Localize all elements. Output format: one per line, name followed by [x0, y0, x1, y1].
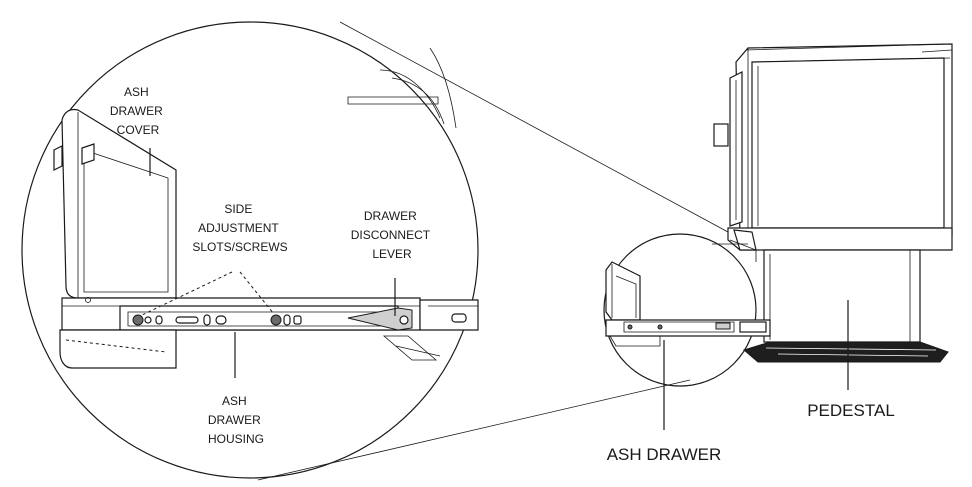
pedestal-base [742, 341, 949, 363]
ash-drawer-cover-label: ASH DRAWER COVER [110, 85, 166, 137]
zoom-connector-top [339, 21, 729, 233]
zoom-connector-bottom [257, 379, 691, 481]
ash-drawer-label: ASH DRAWER [607, 445, 722, 464]
drawer-disconnect-label: DRAWER DISCONNECT LEVER [351, 209, 433, 261]
side-adjustment-label: SIDE ADJUSTMENT SLOTS/SCREWS [192, 202, 287, 254]
adjustment-screw-left [132, 314, 144, 326]
small-detail [603, 233, 771, 387]
disconnect-lever [347, 307, 413, 331]
ash-drawer-housing-label: ASH DRAWER HOUSING [208, 394, 264, 446]
pedestal-shape [763, 249, 921, 343]
magnifier-circle [21, 21, 479, 479]
drawer-housing-shape [59, 297, 479, 369]
side-adjustment-leader-left [139, 271, 233, 317]
stove-illustration [712, 43, 953, 363]
magnified-detail [21, 21, 479, 479]
drawer-cover-shape [53, 108, 177, 299]
small-detail-circle [603, 233, 757, 387]
background-rail [347, 96, 439, 105]
adjustment-screw-right [270, 314, 282, 326]
pedestal-label: PEDESTAL [807, 401, 895, 420]
